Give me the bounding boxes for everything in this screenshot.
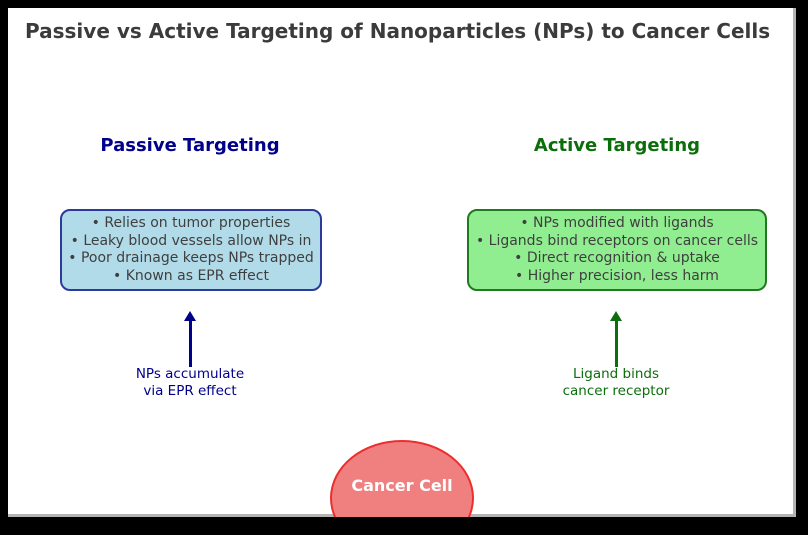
passive-arrow-label: NPs accumulate via EPR effect — [80, 366, 300, 400]
arrow-head-icon — [184, 311, 196, 321]
arrow-shaft — [614, 321, 618, 367]
active-arrow-label: Ligand binds cancer receptor — [506, 366, 726, 400]
passive-section-heading: Passive Targeting — [100, 135, 280, 156]
page-title: Passive vs Active Targeting of Nanoparti… — [25, 19, 771, 43]
passive-info-box: Relies on tumor properties Leaky blood v… — [60, 209, 322, 291]
arrow-shaft — [188, 321, 192, 367]
passive-bullet-1: Relies on tumor properties — [92, 215, 290, 233]
active-section-heading: Active Targeting — [533, 135, 701, 156]
cancer-cell-ellipse: Cancer Cell — [330, 440, 474, 517]
passive-bullet-4: Known as EPR effect — [113, 268, 269, 286]
active-bullet-3: Direct recognition & uptake — [514, 250, 720, 268]
passive-arrow-label-line-2: via EPR effect — [143, 383, 237, 399]
active-bullet-1: NPs modified with ligands — [520, 215, 714, 233]
cancer-cell-label: Cancer Cell — [351, 476, 453, 495]
active-info-box: NPs modified with ligands Ligands bind r… — [467, 209, 767, 291]
passive-bullet-3: Poor drainage keeps NPs trapped — [68, 250, 314, 268]
passive-arrow-label-line-1: NPs accumulate — [135, 366, 245, 382]
active-bullet-2: Ligands bind receptors on cancer cells — [476, 233, 758, 251]
active-bullet-4: Higher precision, less harm — [515, 268, 719, 286]
active-arrow-label-line-1: Ligand binds — [572, 366, 659, 382]
passive-up-arrow-icon — [183, 311, 197, 367]
diagram-canvas: Passive vs Active Targeting of Nanoparti… — [8, 8, 796, 517]
passive-bullet-2: Leaky blood vessels allow NPs in — [71, 233, 311, 251]
active-up-arrow-icon — [609, 311, 623, 367]
active-arrow-label-line-2: cancer receptor — [562, 383, 670, 399]
arrow-head-icon — [610, 311, 622, 321]
